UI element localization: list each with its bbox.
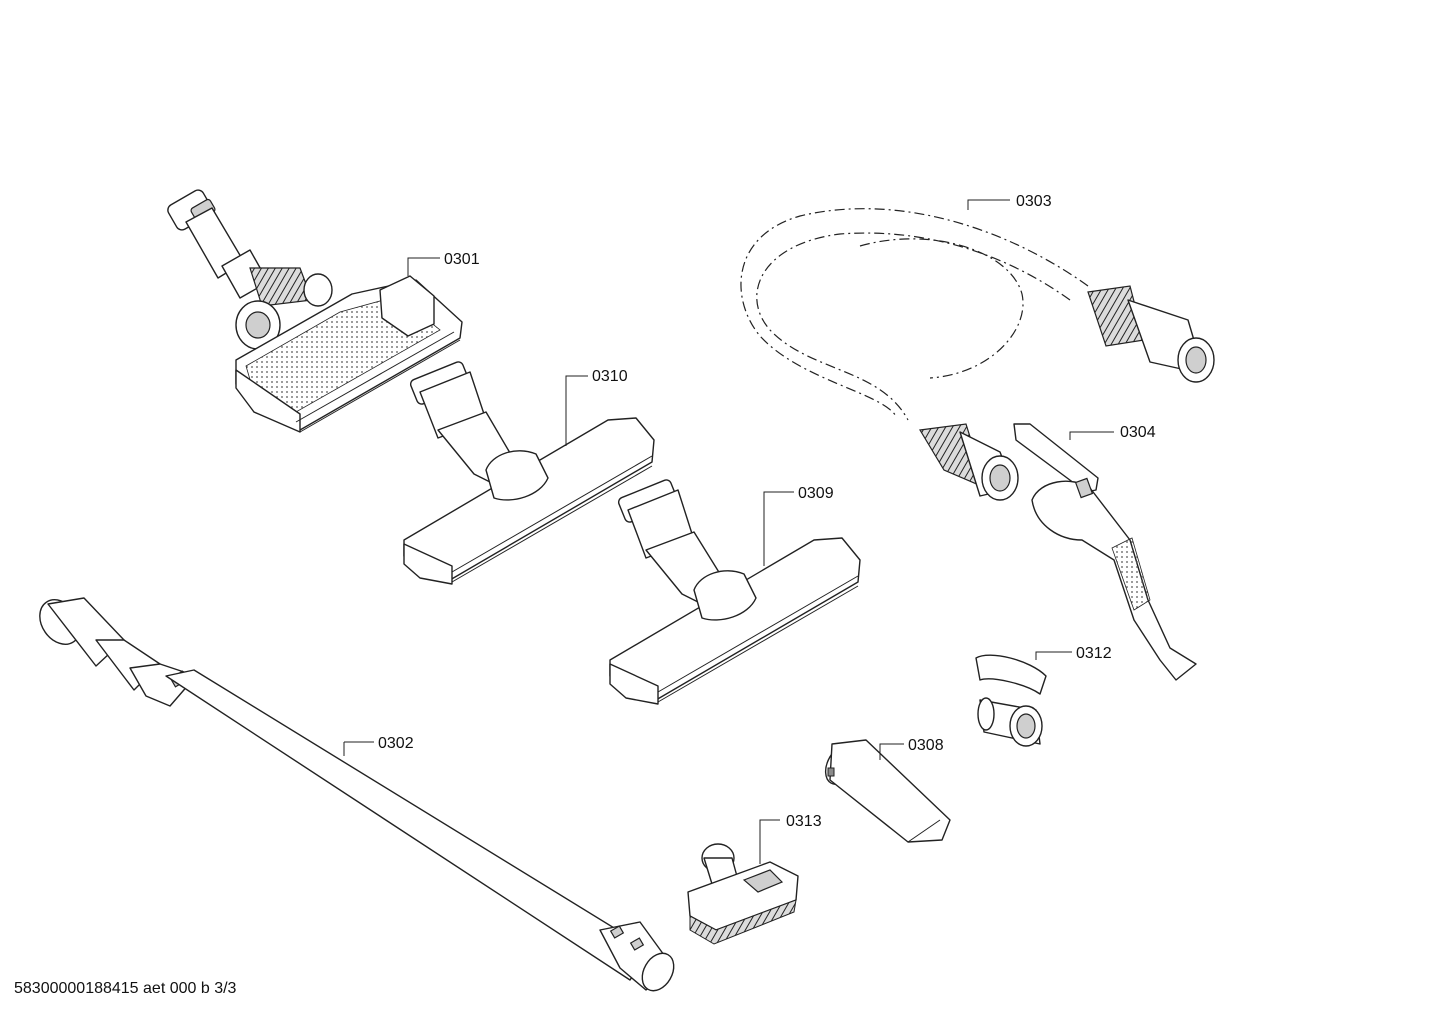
label-0304: 0304 <box>1120 424 1156 441</box>
label-0308: 0308 <box>908 737 944 754</box>
part-0313-dusting-brush <box>687 843 799 945</box>
drawing-reference: 58300000188415 aet 000 b 3/3 <box>14 980 237 997</box>
label-0312: 0312 <box>1076 645 1112 662</box>
label-0313: 0313 <box>786 813 822 830</box>
part-0303-hose <box>740 208 1215 501</box>
label-0310: 0310 <box>592 368 628 385</box>
part-0308-crevice-tool <box>824 739 951 843</box>
label-0301: 0301 <box>444 251 480 268</box>
part-0304-hose-handle <box>1013 423 1197 681</box>
part-0310-floor-nozzle <box>403 361 655 585</box>
label-0302: 0302 <box>378 735 414 752</box>
label-0303: 0303 <box>1016 193 1052 210</box>
part-0312-adapter <box>975 654 1047 747</box>
leader-lines <box>343 199 1114 864</box>
part-0309-floor-nozzle <box>609 479 861 705</box>
label-0309: 0309 <box>798 485 834 502</box>
part-0301-turbo-brush <box>167 189 463 433</box>
part-0302-telescopic-tube <box>39 597 675 992</box>
